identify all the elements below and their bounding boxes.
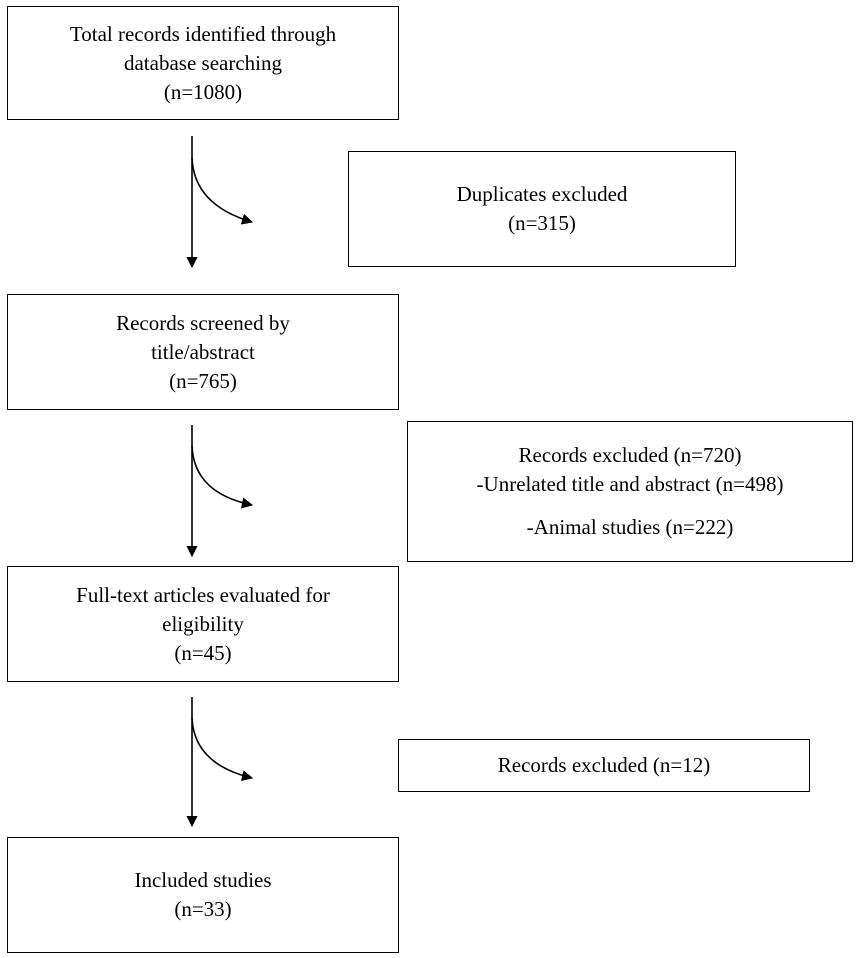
box-included-studies: Included studies (n=33) xyxy=(7,837,399,953)
duplicates-line1: Duplicates excluded xyxy=(456,182,628,206)
included-count: (n=33) xyxy=(174,897,232,921)
box-fulltext-evaluated: Full-text articles evaluated for eligibi… xyxy=(7,566,399,682)
excluded-screen-line1: Records excluded (n=720) xyxy=(518,443,742,467)
box-records-excluded-fulltext: Records excluded (n=12) xyxy=(398,739,810,792)
duplicates-count: (n=315) xyxy=(508,211,576,235)
identified-count: (n=1080) xyxy=(163,79,243,104)
arrow-branch-3 xyxy=(191,717,254,782)
excluded-screen-line3: -Animal studies (n=222) xyxy=(526,515,734,539)
identified-line1: Total records identified through xyxy=(69,21,337,46)
fulltext-line1: Full-text articles evaluated for xyxy=(76,582,330,607)
screened-line2: title/abstract xyxy=(151,339,255,364)
fulltext-count: (n=45) xyxy=(174,640,232,665)
arrow-branch-2 xyxy=(191,445,254,509)
screened-line1: Records screened by xyxy=(116,310,290,335)
identified-line2: database searching xyxy=(123,50,282,75)
excluded-screen-line2: -Unrelated title and abstract (n=498) xyxy=(476,472,784,496)
box-records-screened: Records screened by title/abstract (n=76… xyxy=(7,294,399,410)
box-records-excluded-screening: Records excluded (n=720) -Unrelated titl… xyxy=(407,421,853,562)
included-line1: Included studies xyxy=(134,868,272,892)
box-duplicates-excluded: Duplicates excluded (n=315) xyxy=(348,151,736,267)
arrow-branch-1 xyxy=(191,157,254,225)
fulltext-line2: eligibility xyxy=(162,611,244,636)
screened-count: (n=765) xyxy=(169,368,237,393)
box-records-identified: Total records identified through databas… xyxy=(7,6,399,120)
excluded-fulltext-line1: Records excluded (n=12) xyxy=(497,753,711,777)
